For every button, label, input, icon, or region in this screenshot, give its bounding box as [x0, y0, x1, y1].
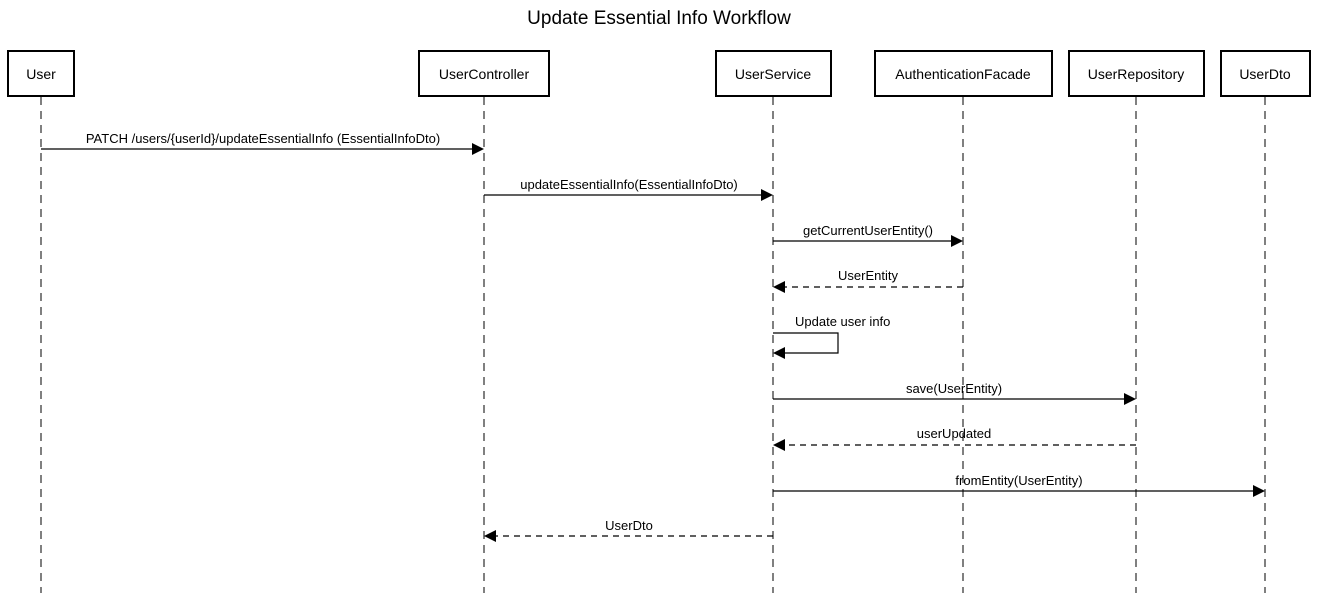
participant-user-controller-box: [418, 50, 550, 97]
arrowhead-icon: [1124, 393, 1136, 405]
participant-user-repository-label: UserRepository: [1088, 66, 1184, 82]
participant-user-repository: UserRepository: [1068, 50, 1205, 97]
arrowhead-icon: [773, 439, 785, 451]
message-label: userUpdated: [917, 426, 991, 441]
participant-user: User: [7, 50, 75, 97]
participant-user-dto-label: UserDto: [1239, 66, 1291, 82]
participant-user-service: UserService: [715, 50, 832, 97]
lifelines: [40, 97, 1266, 593]
participant-user-box: [7, 50, 75, 97]
arrowhead-icon: [951, 235, 963, 247]
message-update-essential-info: updateEssentialInfo(EssentialInfoDto): [484, 177, 773, 201]
message-patch-update-essential-info: PATCH /users/{userId}/updateEssentialInf…: [41, 131, 484, 155]
message-label: UserDto: [605, 518, 653, 533]
message-save-user-entity: save(UserEntity): [773, 381, 1136, 405]
message-label: save(UserEntity): [906, 381, 1002, 396]
participant-user-controller: UserController: [418, 50, 550, 97]
message-label: getCurrentUserEntity(): [803, 223, 933, 238]
message-get-current-user-entity: getCurrentUserEntity(): [773, 223, 963, 247]
message-label: UserEntity: [838, 268, 898, 283]
arrowhead-icon: [773, 347, 785, 359]
arrowhead-icon: [773, 281, 785, 293]
participant-user-label: User: [26, 66, 56, 82]
participant-user-service-box: [715, 50, 832, 97]
participant-authentication-facade-label: AuthenticationFacade: [895, 66, 1031, 82]
arrowhead-icon: [472, 143, 484, 155]
participant-authentication-facade: AuthenticationFacade: [874, 50, 1053, 97]
message-label: updateEssentialInfo(EssentialInfoDto): [520, 177, 738, 192]
arrowhead-icon: [761, 189, 773, 201]
participant-user-dto: UserDto: [1220, 50, 1311, 97]
message-user-dto-return: UserDto: [484, 518, 773, 542]
participant-user-repository-box: [1068, 50, 1205, 97]
diagram-title: Update Essential Info Workflow: [527, 8, 791, 29]
arrowhead-icon: [484, 530, 496, 542]
message-user-entity-return: UserEntity: [773, 268, 963, 293]
participant-user-controller-label: UserController: [439, 66, 530, 82]
participant-authentication-facade-box: [874, 50, 1053, 97]
message-label: PATCH /users/{userId}/updateEssentialInf…: [86, 131, 440, 146]
participant-user-dto-box: [1220, 50, 1311, 97]
message-from-entity: fromEntity(UserEntity): [773, 473, 1265, 497]
message-label: fromEntity(UserEntity): [955, 473, 1082, 488]
message-label: Update user info: [795, 314, 890, 329]
message-user-updated-return: userUpdated: [773, 426, 1136, 451]
participant-user-service-label: UserService: [735, 66, 811, 82]
message-update-user-info-self: Update user info: [773, 314, 890, 359]
arrowhead-icon: [1253, 485, 1265, 497]
